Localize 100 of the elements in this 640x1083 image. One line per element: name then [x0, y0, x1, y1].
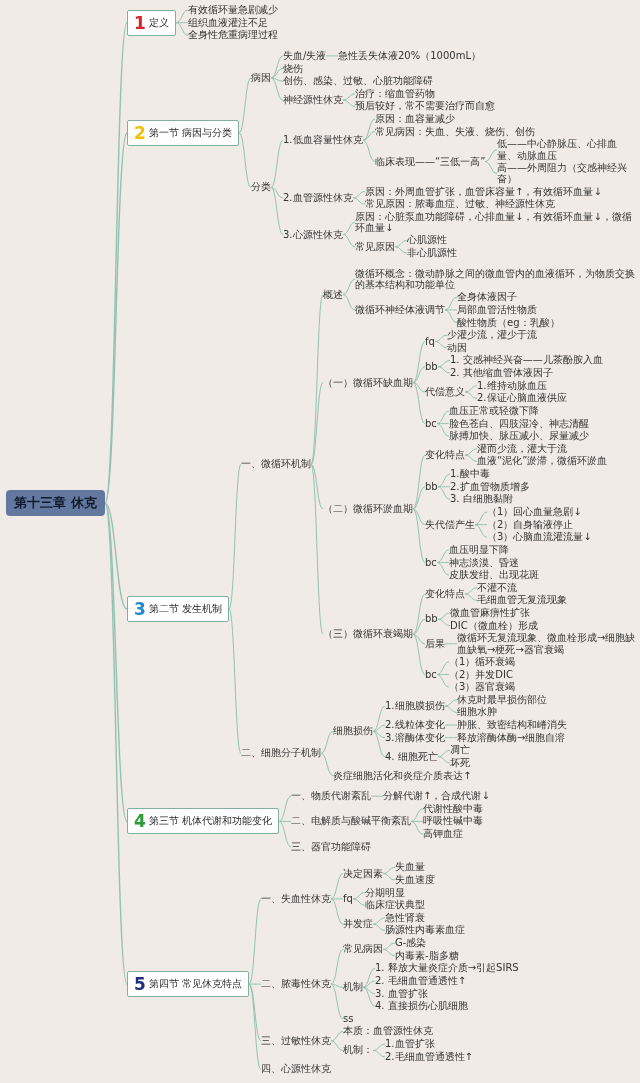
topic-label: 急性丢失体液20%（1000mL） — [338, 49, 481, 62]
topic-label: ss — [343, 1012, 354, 1025]
topic-label: 原因：血容量减少 — [375, 113, 455, 125]
topic-label: 4. 直接损伤心肌细胞 — [375, 1000, 468, 1012]
branch-line — [410, 820, 424, 822]
topic-label: 临床表现——“三低一高” — [375, 155, 486, 168]
topic-label: bc — [425, 668, 437, 680]
branch-line — [270, 55, 284, 79]
branch-line — [434, 334, 448, 342]
branch-line — [436, 410, 450, 425]
topic-label: 脉搏加快、脉压减小、尿量减少 — [449, 430, 589, 442]
topic-label: 全身体液因子 — [457, 291, 517, 303]
topic-label: 3.溶酶体变化 — [385, 731, 445, 744]
branch-line — [104, 502, 128, 985]
branch-line — [436, 674, 450, 688]
topic-label: （3）器官衰竭 — [449, 681, 516, 693]
topic-label: 肿胀、致密结构和嵴消失 — [457, 719, 567, 731]
section-number: 5 — [134, 974, 146, 995]
branch-line — [330, 1031, 344, 1042]
root-topic: 第十三章 休克 — [6, 490, 105, 517]
branch-line — [437, 359, 451, 368]
topic-label: 一、物质代谢紊乱 — [291, 790, 371, 802]
branch-line — [362, 980, 376, 988]
topic-label: 高钾血症 — [423, 828, 463, 840]
branch-line — [437, 473, 451, 488]
topic-label: 少灌少流，灌少于流 — [447, 329, 537, 341]
branch-line — [352, 197, 366, 205]
branch-line — [464, 587, 478, 595]
section-number: 2 — [134, 122, 146, 143]
topic-label: 本质：血管源性休克 — [343, 1025, 433, 1037]
branch-line — [372, 724, 386, 732]
branch-line — [372, 705, 386, 732]
topic-label: 四、心源性休克 — [261, 1063, 331, 1075]
branch-line — [436, 423, 450, 437]
topic-label: 代偿意义 — [425, 386, 465, 398]
branch-line — [320, 752, 334, 777]
topic-label: 微循环神经体液调节 — [355, 303, 445, 316]
topic-label: 全身性危重病理过程 — [188, 29, 278, 41]
section-number: 3 — [134, 598, 146, 619]
branch-line — [464, 391, 478, 399]
topic-label: 二、细胞分子机制 — [241, 747, 321, 759]
branch-line — [444, 643, 458, 645]
topic-label: bb — [425, 360, 438, 373]
topic-label: 概述 — [323, 288, 343, 301]
section-title: 第一节 病因与分类 — [148, 125, 233, 140]
topic-label: 二、电解质与酸碱平衡紊乱 — [291, 815, 411, 827]
topic-label: 细胞损伤 — [333, 725, 373, 737]
branch-line — [412, 382, 426, 393]
topic-label: 1.细胞膜损伤 — [385, 700, 445, 712]
topic-label: （1）回心血量急剧↓ — [487, 506, 582, 518]
topic-label: 临床症状典型 — [365, 899, 425, 911]
branch-line — [320, 730, 334, 754]
topic-label: 1.低血容量性休克 — [283, 134, 363, 146]
branch-line — [104, 132, 128, 505]
branch-line — [394, 239, 408, 248]
branch-line — [270, 77, 284, 101]
topic-label: 2.扩血管物质增多 — [450, 480, 530, 493]
branch-line — [437, 486, 451, 488]
branch-line — [278, 795, 292, 822]
topic-label: 2.毛细血管通透性↑ — [385, 1050, 473, 1063]
branch-line — [412, 633, 426, 645]
section-title: 第四节 常见休克特点 — [148, 977, 243, 992]
branch-line — [310, 463, 324, 510]
branch-line — [410, 820, 424, 835]
topic-label: 三、器官功能障碍 — [291, 840, 371, 853]
topic-label: 毛细血管无复流现象 — [477, 594, 567, 606]
topic-label: 后果 — [425, 637, 445, 650]
branch-line — [464, 593, 478, 601]
branch-line — [342, 234, 356, 248]
branch-line — [437, 366, 451, 374]
topic-label: 2.血管源性休克 — [283, 191, 353, 204]
topic-label: 原因：心脏泵血功能障碍，心排血量↓，有效循环血量↓，微循环血量↓ — [355, 210, 636, 234]
topic-label: 二、脓毒性休克 — [261, 978, 331, 990]
topic-label: 失代偿产生 — [425, 518, 475, 531]
branch-line — [228, 608, 242, 754]
branch-line — [372, 917, 386, 925]
branch-line — [484, 149, 498, 163]
branch-line — [444, 296, 458, 311]
topic-label: 神经源性休克 — [283, 94, 343, 106]
topic-label: 一、微循环机制 — [241, 458, 311, 470]
branch-line — [342, 294, 356, 311]
topic-label: 炎症细胞活化和炎症介质表达↑ — [333, 769, 472, 782]
section-number: 1 — [134, 12, 146, 33]
branch-line — [330, 898, 344, 925]
topic-label: bb — [425, 480, 438, 493]
topic-label: 低——中心静脉压、心排血量、动脉血压 — [497, 138, 636, 162]
branch-line — [372, 730, 386, 758]
branch-line — [372, 730, 386, 739]
section-box — [127, 971, 250, 998]
topic-label: 三、过敏性休克 — [261, 1034, 331, 1047]
section-title: 第三节 机体代谢和功能变化 — [148, 814, 273, 829]
branch-line — [330, 898, 344, 900]
section-title: 第二节 发生机制 — [148, 601, 223, 616]
branch-line — [474, 524, 488, 526]
topic-label: 常见病因：失血、失液、烧伤、创伤 — [375, 125, 535, 138]
topic-label: 烧伤 — [283, 62, 303, 74]
branch-line — [330, 1040, 344, 1051]
topic-label: 脸色苍白、四肢湿冷、神志清醒 — [449, 417, 589, 430]
branch-line — [444, 309, 458, 324]
topic-label: 常见原因：脓毒血症、过敏、神经源性休克 — [365, 198, 555, 210]
